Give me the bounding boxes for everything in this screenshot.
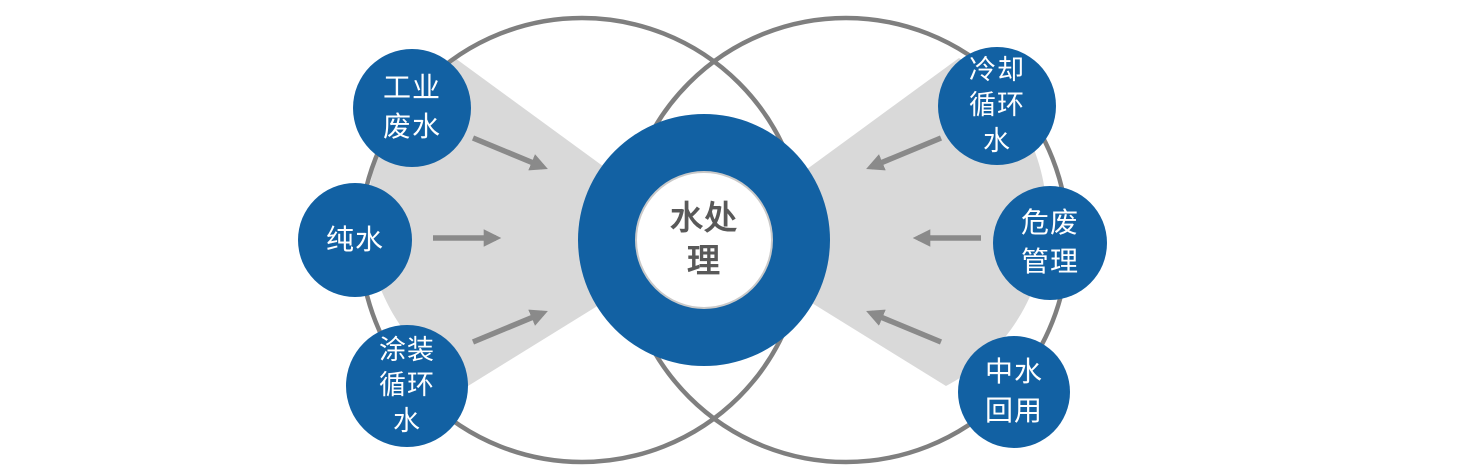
node-reclaimed-water-reuse: 中水 回用 — [958, 336, 1070, 448]
node-hazardous-waste-management: 危废 管理 — [993, 186, 1107, 300]
center-hub-label: 水处 理 — [635, 171, 773, 309]
node-pure-water: 纯水 — [298, 183, 412, 297]
right-top-arrow-icon — [866, 135, 943, 171]
center-hub-circle: 水处 理 — [578, 114, 830, 366]
right-bottom-arrow-icon — [866, 309, 943, 345]
node-cooling-circulating-water: 冷却 循环 水 — [938, 47, 1056, 165]
left-bottom-arrow-icon — [471, 309, 548, 345]
node-industrial-wastewater: 工业 废水 — [353, 49, 471, 167]
node-coating-circulating-water: 涂装 循环 水 — [346, 325, 468, 447]
left-top-arrow-icon — [471, 135, 548, 171]
